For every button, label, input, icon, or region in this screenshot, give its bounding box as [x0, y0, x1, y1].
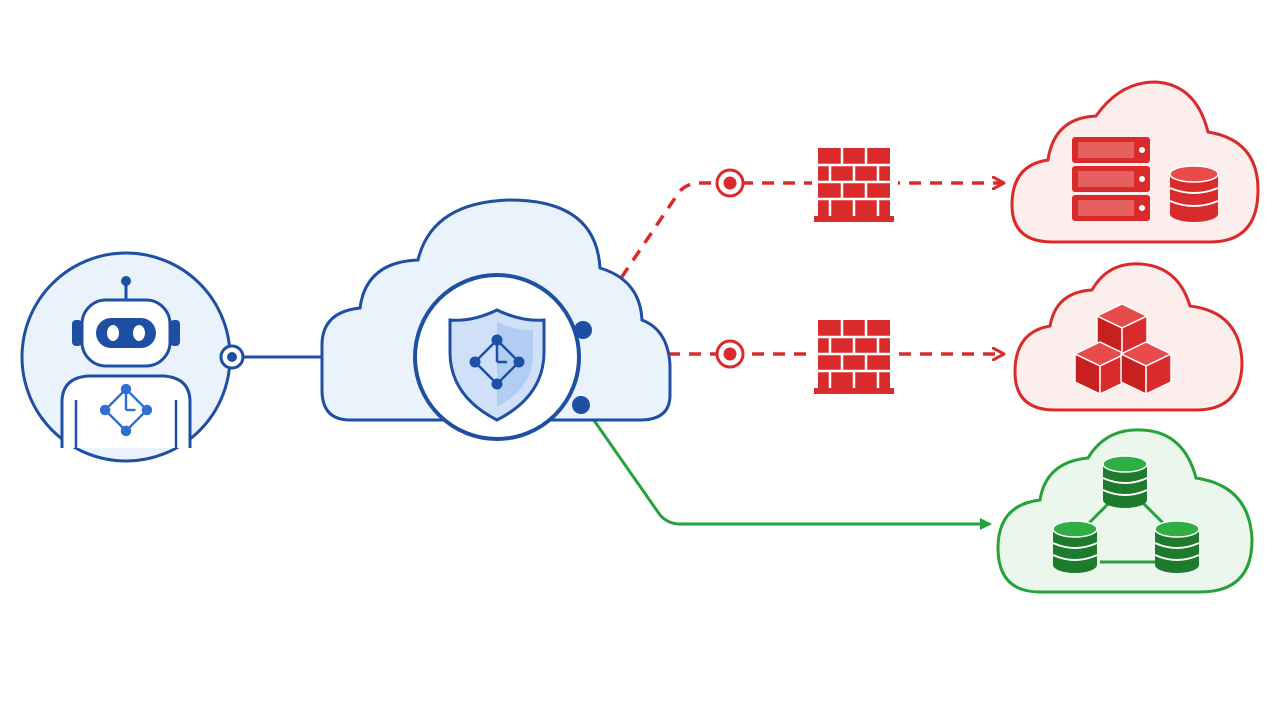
firewall-icon: [812, 146, 898, 228]
checkpoint-marker: [715, 168, 745, 198]
cubes-icon: [1074, 303, 1172, 395]
agent-node: [20, 251, 245, 463]
shield-network-icon: [448, 308, 546, 422]
data-cloud-node: [996, 428, 1254, 594]
checkpoint-marker: [715, 339, 745, 369]
database-cluster-icon: [1052, 455, 1200, 574]
data-cloud-shape: [996, 428, 1254, 594]
firewall-icon: [812, 318, 898, 398]
gateway-port-bottom: [572, 396, 590, 414]
robot-icon: [60, 276, 192, 448]
gateway-node: [320, 198, 672, 441]
compute-cloud-node: [1013, 262, 1244, 412]
connector-gateway-server-cloud: [584, 183, 1003, 331]
server-cloud-node: [1010, 80, 1260, 244]
connector-gateway-data-cloud: [582, 405, 992, 530]
gateway-port-top: [574, 321, 592, 339]
server-database-icon: [1072, 137, 1219, 222]
